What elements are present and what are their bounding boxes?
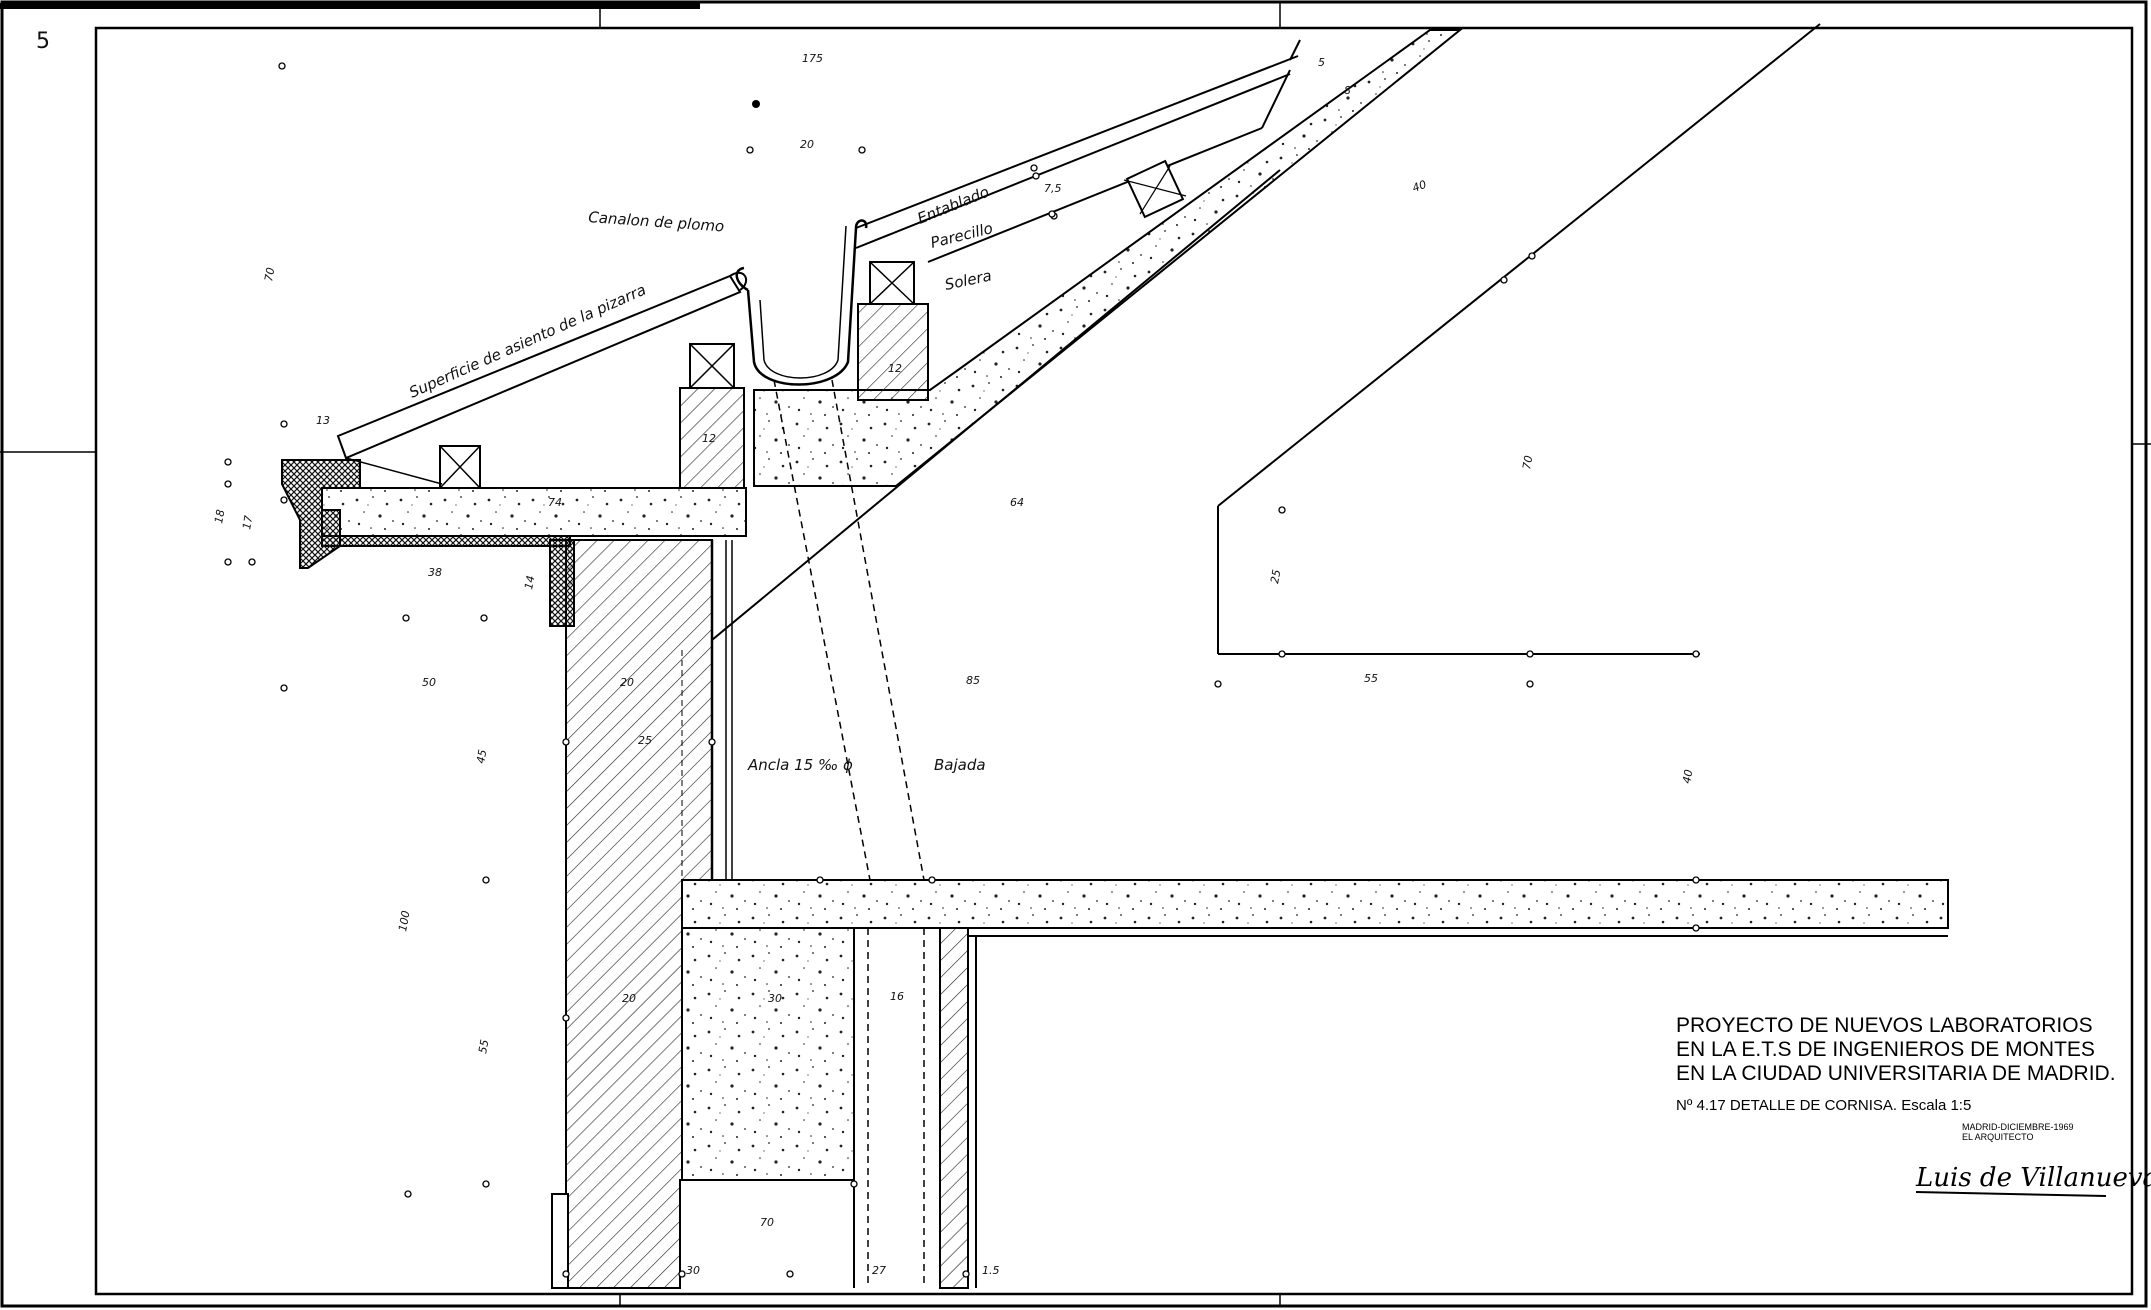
drawing-date: MADRID-DICIEMBRE-1969 <box>1962 1122 2074 1132</box>
cornice-moulding <box>281 459 575 627</box>
gutter-concrete <box>753 29 1463 487</box>
timber-post <box>679 343 745 489</box>
svg-text:30: 30 <box>686 1264 700 1277</box>
svg-text:70: 70 <box>1520 454 1535 470</box>
svg-text:20: 20 <box>620 676 634 689</box>
label-parecillo: Parecillo <box>929 219 995 252</box>
title-block: PROYECTO DE NUEVOS LABORATORIOS EN LA E.… <box>1676 1014 2151 1197</box>
title-line-1: PROYECTO DE NUEVOS LABORATORIOS <box>1676 1014 2093 1037</box>
drawing-title: Nº 4.17 DETALLE DE CORNISA. Escala 1:5 <box>1676 1097 1971 1114</box>
svg-text:27: 27 <box>872 1264 886 1277</box>
svg-text:20: 20 <box>622 992 636 1005</box>
roof-rafters <box>855 29 1460 263</box>
svg-text:17: 17 <box>240 514 255 530</box>
downpipe <box>773 379 925 1288</box>
label-solera: Solera <box>943 266 993 293</box>
svg-text:40: 40 <box>1680 768 1695 784</box>
title-line-2: EN LA E.T.S DE INGENIEROS DE MONTES <box>1676 1038 2095 1061</box>
svg-text:55: 55 <box>476 1038 491 1054</box>
drawing-role: EL ARQUITECTO <box>1962 1132 2034 1142</box>
svg-text:8: 8 <box>1344 84 1351 97</box>
dimension-labels: 175 20 70 13 18 17 74 38 14 50 45 100 55… <box>212 52 1695 1277</box>
svg-text:14: 14 <box>522 574 537 590</box>
label-ancla: Ancla 15 ‰ ϕ <box>747 756 853 774</box>
svg-text:20: 20 <box>800 138 814 151</box>
svg-text:40: 40 <box>1411 178 1429 195</box>
svg-text:175: 175 <box>802 52 823 65</box>
svg-text:1.5: 1.5 <box>982 1264 1000 1277</box>
svg-text:85: 85 <box>966 674 980 687</box>
svg-text:45: 45 <box>474 748 489 764</box>
architect-signature: Luis de Villanueva <box>1915 1163 2151 1193</box>
roof-line <box>711 23 1821 655</box>
floor-slab <box>681 879 1949 1289</box>
svg-text:12: 12 <box>888 362 902 375</box>
label-canalon: Canalon de plomo <box>588 208 725 235</box>
svg-text:55: 55 <box>1364 672 1378 685</box>
svg-text:70: 70 <box>760 1216 774 1229</box>
svg-text:16: 16 <box>890 990 904 1003</box>
main-wall <box>551 539 733 1289</box>
svg-text:30: 30 <box>768 992 782 1005</box>
reference-dot <box>752 100 760 108</box>
svg-text:74: 74 <box>548 496 562 509</box>
label-bajada: Bajada <box>934 756 986 774</box>
lead-gutter <box>735 219 868 386</box>
svg-text:7,5: 7,5 <box>1044 182 1062 195</box>
svg-text:12: 12 <box>702 432 716 445</box>
svg-text:18: 18 <box>212 508 227 524</box>
svg-text:25: 25 <box>638 734 652 747</box>
dimension-points <box>224 62 1700 1278</box>
svg-text:13: 13 <box>316 414 330 427</box>
sheet-number: 5 <box>36 29 50 54</box>
batten-blocks <box>439 445 481 489</box>
svg-text:50: 50 <box>422 676 436 689</box>
svg-text:38: 38 <box>428 566 442 579</box>
svg-text:70: 70 <box>262 266 277 282</box>
svg-text:25: 25 <box>1268 568 1283 584</box>
svg-text:64: 64 <box>1010 496 1024 509</box>
svg-text:5: 5 <box>1318 56 1325 69</box>
eave-slab <box>321 487 747 547</box>
svg-text:100: 100 <box>396 910 412 933</box>
title-line-3: EN LA CIUDAD UNIVERSITARIA DE MADRID. <box>1676 1062 2116 1085</box>
slate-surface <box>336 271 748 485</box>
